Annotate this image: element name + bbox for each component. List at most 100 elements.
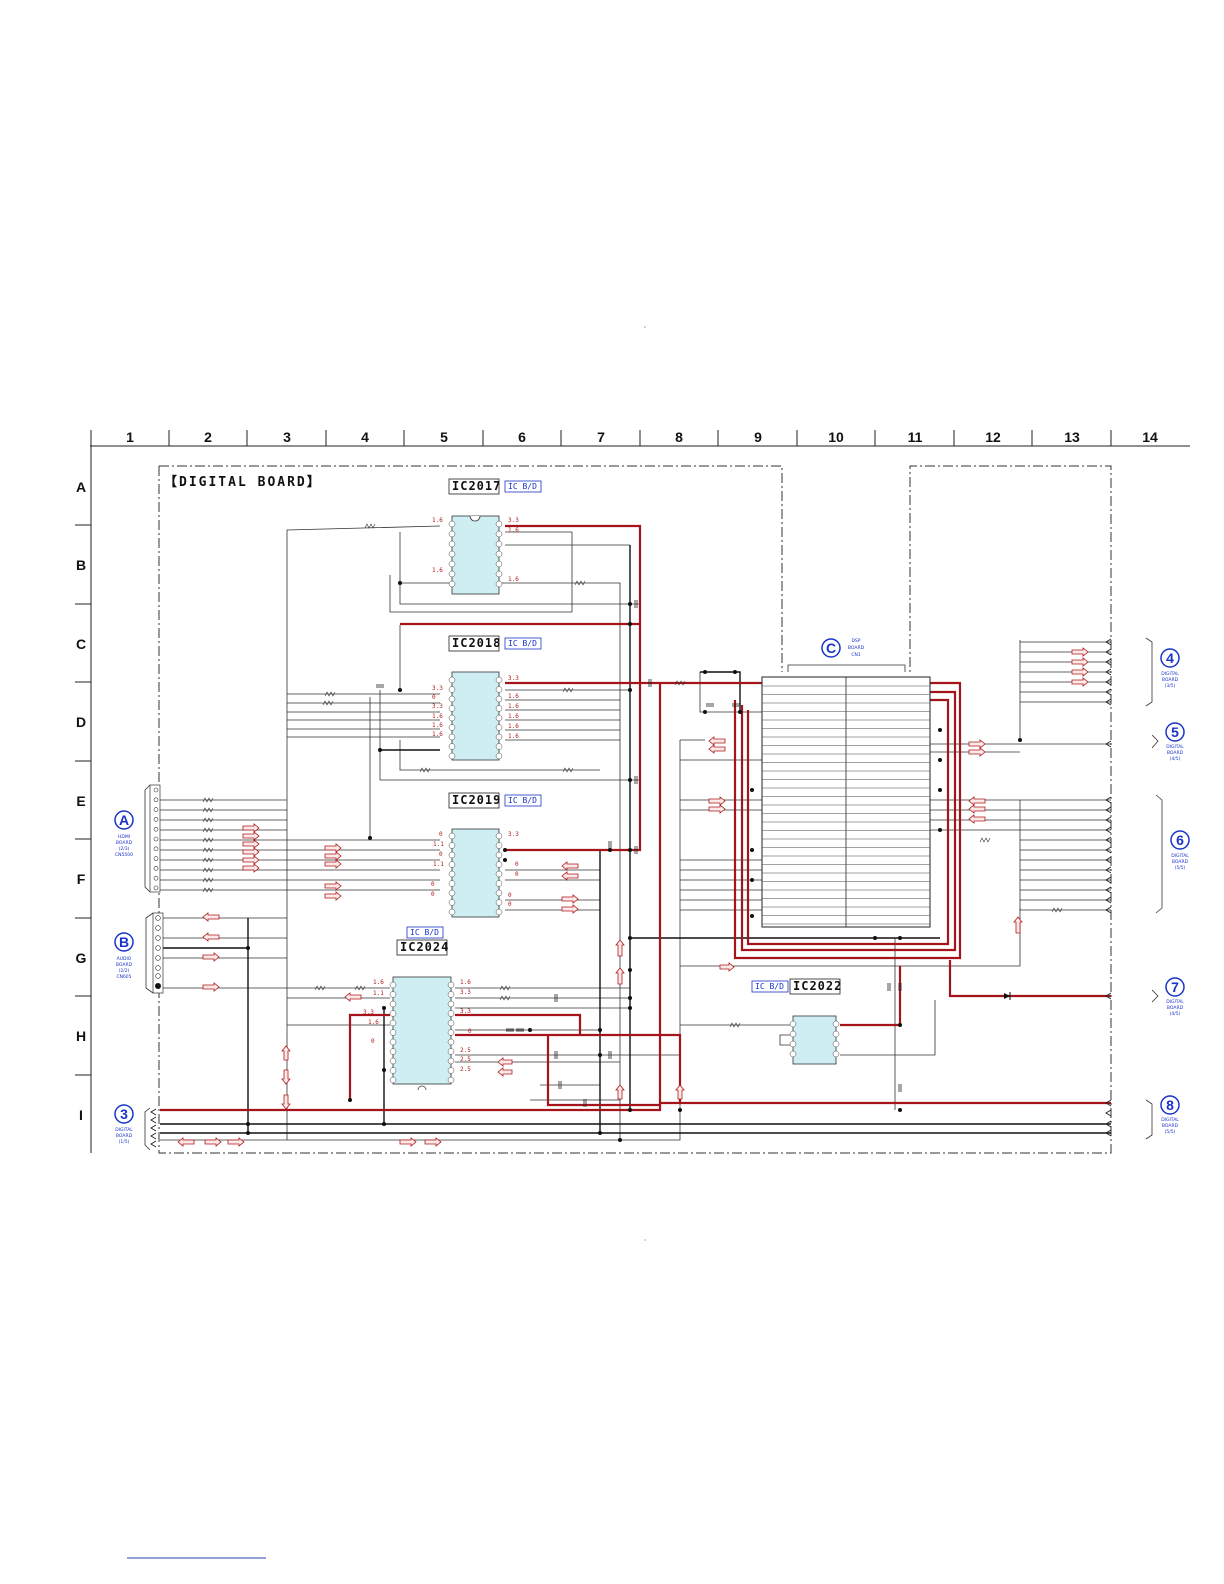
row-label: A xyxy=(76,479,86,495)
signal-arrow xyxy=(399,1137,417,1147)
junction-dot xyxy=(750,788,754,792)
connector-8-line: DIGITAL xyxy=(1161,1117,1179,1123)
ic-pin xyxy=(447,1076,455,1084)
ic-pin xyxy=(447,1000,455,1008)
signal-arrow xyxy=(561,894,579,904)
connector-7-line: (4/5) xyxy=(1170,1011,1181,1017)
signal-arrow xyxy=(242,855,260,865)
ic-pin xyxy=(495,550,503,558)
ic-pin xyxy=(448,695,456,703)
junction-dot xyxy=(618,1138,622,1142)
connector-b-line: (2/2) xyxy=(119,968,130,974)
voltage-value: 1.6 xyxy=(508,693,519,700)
ic2024-label-box xyxy=(396,939,448,956)
resistor xyxy=(1051,907,1063,913)
voltage-value: 0 xyxy=(508,892,512,899)
signal-arrow xyxy=(675,1084,685,1100)
junction-dot xyxy=(1018,738,1022,742)
dsp-connector-circle xyxy=(821,638,841,658)
signal-arrow xyxy=(719,962,735,972)
connector-chevron xyxy=(1105,688,1112,696)
ic-pin xyxy=(832,1020,840,1028)
connector-4-line: (3/5) xyxy=(1165,683,1176,689)
ic-pin xyxy=(447,991,455,998)
row-labels: A B C D E F G H I xyxy=(76,479,87,1123)
junction-dot xyxy=(503,858,507,862)
connector-5-circle xyxy=(1165,722,1185,742)
junction-dot xyxy=(246,1131,250,1135)
connector-chevron xyxy=(1105,698,1112,706)
connector-chevron xyxy=(1105,826,1112,834)
connector-3-line: (1/5) xyxy=(119,1139,130,1145)
junction-dot xyxy=(598,1053,602,1057)
ic2019-tag: IC B/D xyxy=(508,796,537,805)
junction-dot xyxy=(898,1023,902,1027)
voltage-value: 1.6 xyxy=(508,733,519,740)
ic-pin xyxy=(389,1029,397,1036)
col-label: 13 xyxy=(1064,429,1080,445)
voltage-value: 2.5 xyxy=(460,1056,471,1063)
connector-chevron xyxy=(1105,1129,1112,1137)
signal-arrow xyxy=(561,861,579,871)
board-outline xyxy=(158,465,1112,1154)
dsp-connector-line: BOARD xyxy=(848,645,865,651)
resistor xyxy=(562,767,574,773)
ic-pin xyxy=(389,1057,397,1065)
ic-pin xyxy=(495,580,503,588)
grid-frame xyxy=(75,430,1190,1153)
connector-b-pins xyxy=(145,912,164,994)
signal-arrow xyxy=(324,881,342,891)
connector-pin xyxy=(153,797,159,803)
ic2019-label: IC2019 xyxy=(452,793,501,807)
junction-dot xyxy=(378,748,382,752)
signal-arrow xyxy=(497,1067,513,1077)
ic-pin xyxy=(448,520,456,528)
ic-pin xyxy=(789,1050,797,1058)
junction-dot xyxy=(938,788,942,792)
connector-b-line: CN605 xyxy=(116,974,131,980)
voltage-value: 3.3 xyxy=(508,675,519,682)
connector-6-letter: 6 xyxy=(1176,832,1184,848)
junction-dot xyxy=(628,778,632,782)
voltage-value: 1.6 xyxy=(432,731,443,738)
connector-pin xyxy=(155,965,161,971)
ic-pin xyxy=(495,530,503,538)
ic-pin xyxy=(448,899,456,906)
resistor xyxy=(499,995,511,1001)
ic-pin xyxy=(448,842,456,849)
connector-pin xyxy=(153,807,159,812)
resistor xyxy=(354,985,366,991)
resistor xyxy=(364,523,376,529)
ic-pin xyxy=(832,1030,840,1038)
connector-8-letter: 8 xyxy=(1166,1097,1174,1113)
ic-pin xyxy=(789,1020,797,1028)
signal-arrow xyxy=(561,904,579,914)
connector-pin xyxy=(155,955,161,961)
connector-b-line: AUDIO xyxy=(117,956,132,962)
connector-a-line: BOARD xyxy=(116,840,133,846)
connector-8-circle xyxy=(1160,1095,1180,1115)
signal-arrow xyxy=(242,863,260,873)
signal-arrow xyxy=(708,736,726,746)
voltage-value: 0 xyxy=(515,871,519,878)
ic2017-label-box xyxy=(448,478,500,495)
ic-pin xyxy=(495,724,503,731)
ic-pin xyxy=(448,560,456,568)
junction-dot xyxy=(246,946,250,950)
junction-dot xyxy=(938,728,942,732)
signal-arrow xyxy=(202,952,220,962)
signal-arrow xyxy=(281,1069,291,1085)
ic2018-label-box xyxy=(448,635,500,652)
connector-pin xyxy=(153,856,159,861)
junction-dot xyxy=(598,1131,602,1135)
ic-pin xyxy=(448,908,456,916)
junction-dot xyxy=(750,878,754,882)
ic-pin xyxy=(448,752,456,760)
connector-chevron xyxy=(1105,992,1112,1000)
connector-7-letter: 7 xyxy=(1171,979,1179,995)
connector-chevron xyxy=(1105,896,1112,904)
junction-dot xyxy=(628,1108,632,1112)
ic-pin xyxy=(832,1040,840,1048)
row-label: I xyxy=(79,1107,83,1123)
connector-7-bracket xyxy=(1151,989,1159,1003)
